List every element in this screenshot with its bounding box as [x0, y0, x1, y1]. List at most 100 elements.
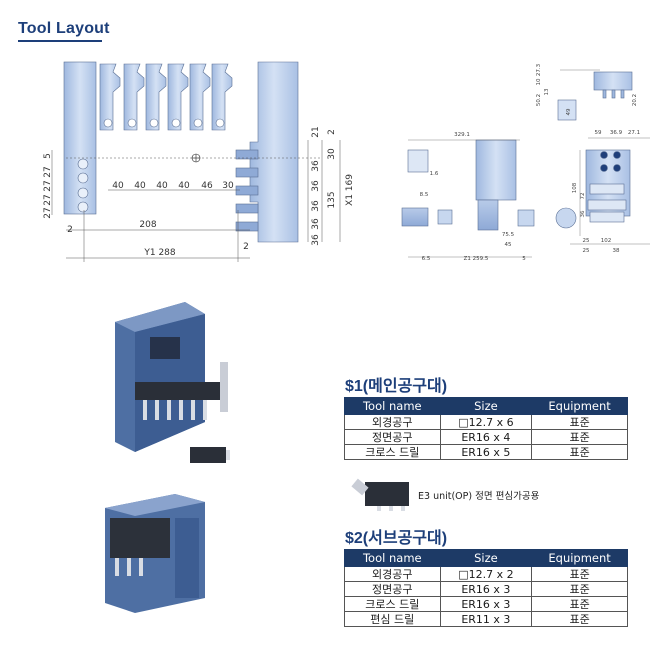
cell-tool-name: 정면공구	[344, 581, 441, 597]
dim-right: 36	[311, 180, 321, 192]
side-spindle	[437, 209, 453, 225]
e3-unit-illustration	[351, 478, 409, 511]
svg-text:36: 36	[580, 210, 586, 217]
table-row: 정면공구 ER16 x 3 표준	[344, 581, 628, 597]
e3-unit-note: E3 unit(OP) 정면 편심가공용	[418, 491, 540, 502]
dim-left: 27	[43, 180, 53, 191]
cell-size: ER16 x 4	[439, 429, 533, 445]
dim-spacing: 30	[222, 181, 234, 191]
finger-hole	[149, 118, 159, 128]
right-block	[249, 61, 299, 243]
finger-hole	[215, 118, 225, 128]
svg-text:36.9: 36.9	[610, 130, 623, 136]
cell-tool-name: 크로스 드릴	[344, 444, 441, 460]
table-row: 크로스 드릴 ER16 x 3 표준	[344, 596, 628, 612]
dim-left: 27	[43, 194, 53, 205]
front-dim-lines	[51, 140, 341, 262]
s1-heading: $1(메인공구대)	[345, 378, 448, 395]
page-title: Tool Layout	[18, 20, 110, 37]
side-body	[475, 139, 517, 201]
svg-text:50.2: 50.2	[536, 94, 542, 106]
svg-text:10: 10	[536, 78, 542, 85]
dim-right: 36	[311, 160, 321, 172]
svg-text:25: 25	[583, 238, 590, 244]
front-dim-text: 40 40 40 40 46 30 5 27 27 27 27 21 2 30 …	[43, 126, 355, 258]
s2-header-row: Tool name Size Equipment	[344, 549, 628, 567]
dim-208: 208	[139, 220, 156, 230]
table-row: 외경공구 □12.7 x 6 표준	[344, 414, 628, 430]
cell-equipment: 표준	[531, 611, 628, 627]
side-dim-text: 27.3 10 13 50.2 20.2 49 329.1 6.5 Z1 259…	[420, 63, 641, 262]
dim-right: 30	[327, 148, 337, 160]
s2-heading: $2(서브공구대)	[345, 530, 448, 547]
svg-text:102: 102	[601, 238, 612, 244]
table-row: 정면공구 ER16 x 4 표준	[344, 429, 628, 445]
s1-header-row: Tool name Size Equipment	[344, 397, 628, 415]
svg-text:45: 45	[505, 242, 512, 248]
dim-x1: X1 169	[345, 174, 355, 206]
cell-tool-name: 편심 드릴	[344, 611, 441, 627]
col-size: Size	[439, 397, 533, 415]
finger-4	[167, 63, 189, 131]
svg-text:25: 25	[583, 248, 590, 254]
finger-2	[123, 63, 145, 131]
cell-equipment: 표준	[531, 414, 628, 430]
finger-3	[145, 63, 167, 131]
tool-stub	[235, 221, 259, 232]
left-hole	[77, 201, 89, 213]
table-row: 크로스 드릴 ER16 x 5 표준	[344, 444, 628, 460]
finger-5	[189, 63, 211, 131]
dim-right: 21	[311, 126, 321, 137]
cell-tool-name: 크로스 드릴	[344, 596, 441, 612]
dim-spacing: 40	[178, 181, 190, 191]
main-turret-illustration	[115, 302, 230, 463]
finger-6	[211, 63, 233, 131]
cell-equipment: 표준	[531, 444, 628, 460]
svg-text:1.6: 1.6	[430, 171, 439, 177]
left-hole	[77, 187, 89, 199]
dim-right: 36	[311, 234, 321, 246]
dim-right: 2	[327, 129, 337, 135]
side-head-left	[407, 149, 429, 173]
svg-text:27.1: 27.1	[628, 130, 640, 136]
svg-text:49: 49	[566, 108, 572, 115]
s2-table: Tool name Size Equipment 외경공구 □12.7 x 2 …	[344, 549, 628, 627]
finger-hole	[103, 118, 113, 128]
cell-equipment: 표준	[531, 429, 628, 445]
svg-text:59: 59	[595, 130, 602, 136]
col-tool-name: Tool name	[344, 549, 441, 567]
cell-size: ER16 x 3	[439, 596, 533, 612]
svg-text:5: 5	[522, 256, 526, 262]
dim-spacing: 46	[201, 181, 213, 191]
side-spindle	[401, 207, 429, 227]
left-hole	[77, 158, 89, 170]
tool-stub	[235, 185, 259, 196]
col-tool-name: Tool name	[344, 397, 441, 415]
finger-hole	[127, 118, 137, 128]
svg-text:329.1: 329.1	[454, 132, 470, 138]
dim-right: 36	[311, 200, 321, 212]
left-hole	[77, 172, 89, 184]
title-underline	[18, 40, 102, 42]
side-spindle	[517, 209, 535, 227]
sub-turret-illustration	[105, 494, 205, 613]
tool-stub	[235, 203, 259, 214]
col-equipment: Equipment	[531, 549, 628, 567]
table-row: 편심 드릴 ER11 x 3 표준	[344, 611, 628, 627]
svg-text:75.5: 75.5	[502, 232, 515, 238]
top-unit	[593, 71, 633, 91]
tool-layout-drawing: 40 40 40 40 46 30 5 27 27 27 27 21 2 30 …	[43, 61, 650, 262]
svg-text:8.5: 8.5	[420, 192, 429, 198]
cell-equipment: 표준	[531, 581, 628, 597]
table-row: 외경공구 □12.7 x 2 표준	[344, 566, 628, 582]
dim-left: 27	[43, 166, 53, 177]
dim-right: 36	[311, 218, 321, 230]
svg-text:20.2: 20.2	[632, 94, 638, 106]
finger-1	[99, 63, 121, 131]
dim-total: 135	[327, 191, 337, 208]
dim-edge: 2	[243, 242, 249, 252]
front-view	[63, 61, 299, 243]
dim-left: 5	[43, 153, 53, 159]
side-arm	[477, 199, 499, 231]
